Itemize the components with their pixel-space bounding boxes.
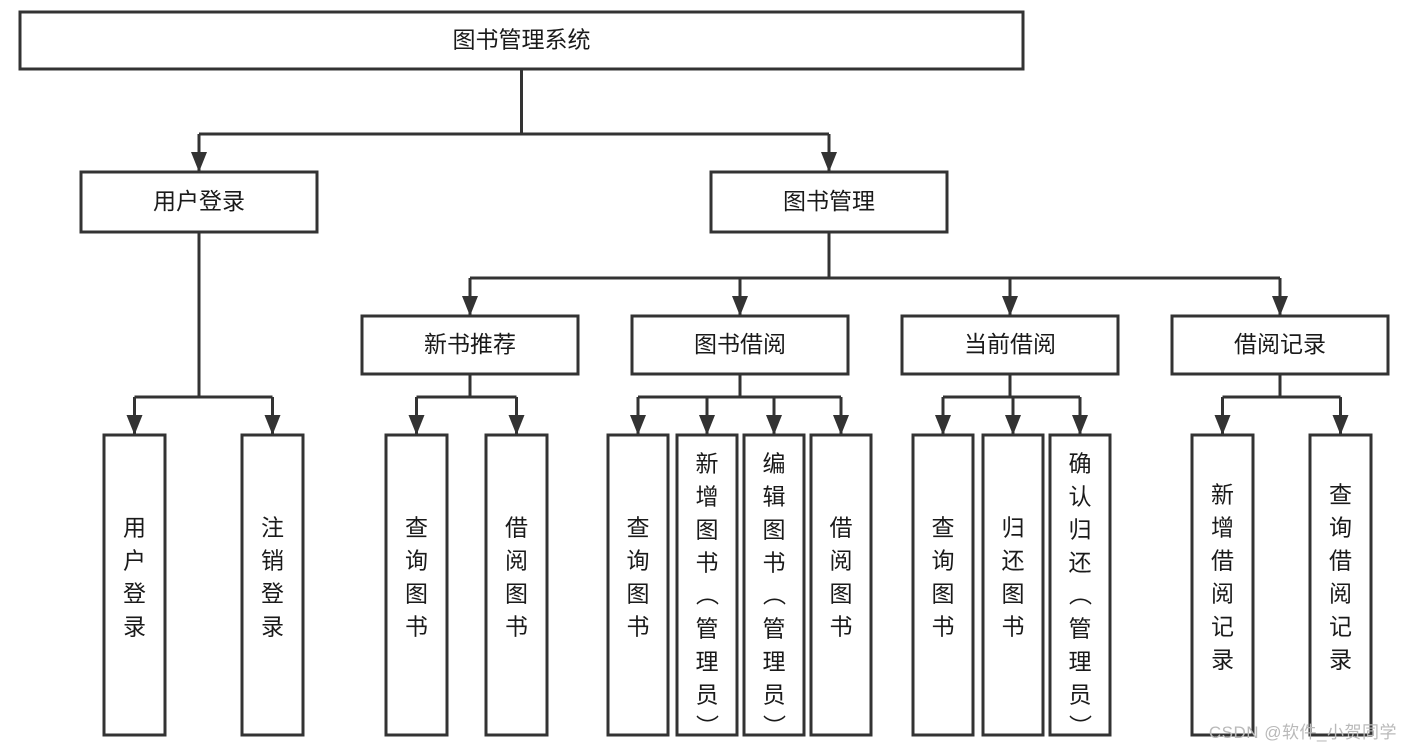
node-label-leaf-logout: 注销登录 <box>261 515 284 640</box>
node-leaf-query-book-recommend[interactable]: 查询图书 <box>384 433 449 737</box>
node-book-management[interactable]: 图书管理 <box>709 170 949 234</box>
arrow-head <box>630 415 646 435</box>
connector-recommend-to-leaves <box>408 374 525 435</box>
node-label-leaf-borrow-book-recommend: 借阅图书 <box>505 515 528 640</box>
arrow-head <box>126 415 143 435</box>
node-label-new-book-recommend: 新书推荐 <box>424 331 516 357</box>
node-box-borrow-record <box>1170 314 1390 376</box>
node-leaf-edit-book[interactable]: 编辑图书（管理员） <box>742 433 806 741</box>
node-user-login[interactable]: 用户登录 <box>79 170 319 234</box>
arrow-head <box>508 415 525 435</box>
node-label-book-borrow: 图书借阅 <box>694 331 786 357</box>
arrow-head <box>699 415 715 435</box>
node-label-leaf-return-book: 归还图书 <box>1002 515 1025 640</box>
node-leaf-query-book-borrow[interactable]: 查询图书 <box>606 433 670 737</box>
node-leaf-query-book-current[interactable]: 查询图书 <box>911 433 975 737</box>
connector-borrow-to-leaves <box>630 374 849 435</box>
node-leaf-query-borrow-record[interactable]: 查询借阅记录 <box>1308 433 1373 737</box>
node-root[interactable]: 图书管理系统 <box>18 10 1025 71</box>
arrow-head <box>408 415 425 435</box>
node-label-root: 图书管理系统 <box>453 27 591 53</box>
node-box-root <box>18 10 1025 71</box>
connector-root-to-level2 <box>191 69 837 172</box>
node-box-leaf-user-login <box>102 433 167 737</box>
arrow-head <box>1005 415 1021 435</box>
arrow-head <box>462 296 478 316</box>
node-box-leaf-add-borrow-record <box>1190 433 1255 737</box>
node-label-leaf-confirm-return: 确认归还（管理员） <box>1069 451 1093 741</box>
arrow-head <box>191 152 207 172</box>
arrow-head <box>766 415 782 435</box>
node-borrow-record[interactable]: 借阅记录 <box>1170 314 1390 376</box>
node-box-leaf-logout <box>240 433 305 737</box>
node-label-leaf-user-login: 用户登录 <box>123 515 146 640</box>
node-label-leaf-add-borrow-record: 新增借阅记录 <box>1211 482 1234 673</box>
arrow-head <box>264 415 281 435</box>
node-box-user-login <box>79 170 319 234</box>
node-box-leaf-borrow-book-recommend <box>484 433 549 737</box>
connector-userlogin-to-leaves <box>126 232 281 435</box>
node-leaf-add-borrow-record[interactable]: 新增借阅记录 <box>1190 433 1255 737</box>
node-label-borrow-record: 借阅记录 <box>1234 331 1326 357</box>
node-box-leaf-query-book-borrow <box>606 433 670 737</box>
node-leaf-borrow-book-recommend[interactable]: 借阅图书 <box>484 433 549 737</box>
node-label-current-borrow: 当前借阅 <box>964 331 1056 357</box>
node-box-current-borrow <box>900 314 1120 376</box>
node-label-leaf-query-book-borrow: 查询图书 <box>627 515 650 640</box>
node-box-new-book-recommend <box>360 314 580 376</box>
node-box-book-management <box>709 170 949 234</box>
node-box-leaf-query-book-recommend <box>384 433 449 737</box>
node-label-book-management: 图书管理 <box>783 188 875 214</box>
node-leaf-confirm-return[interactable]: 确认归还（管理员） <box>1048 433 1112 741</box>
node-current-borrow[interactable]: 当前借阅 <box>900 314 1120 376</box>
node-book-borrow[interactable]: 图书借阅 <box>630 314 850 376</box>
node-label-leaf-borrow-book: 借阅图书 <box>830 515 853 640</box>
node-leaf-user-login[interactable]: 用户登录 <box>102 433 167 737</box>
node-box-leaf-return-book <box>981 433 1045 737</box>
connector-bookmgmt-to-level3 <box>462 232 1288 316</box>
arrow-head <box>833 415 849 435</box>
arrow-head <box>1214 415 1231 435</box>
node-box-leaf-confirm-return <box>1048 433 1112 737</box>
node-label-leaf-edit-book: 编辑图书（管理员） <box>763 451 787 741</box>
arrow-head <box>1072 415 1088 435</box>
arrow-head <box>821 152 837 172</box>
connector-current-to-leaves <box>935 374 1088 435</box>
node-layer: 图书管理系统用户登录图书管理新书推荐图书借阅当前借阅借阅记录用户登录注销登录查询… <box>18 10 1390 741</box>
node-box-leaf-add-book <box>675 433 739 737</box>
connector-layer <box>126 69 1349 435</box>
node-label-leaf-add-book: 新增图书（管理员） <box>696 451 720 741</box>
node-label-leaf-query-book-recommend: 查询图书 <box>405 515 428 640</box>
node-box-book-borrow <box>630 314 850 376</box>
csdn-watermark: CSDN @软件_小贺同学 <box>1208 723 1397 742</box>
arrow-head <box>732 296 748 316</box>
node-leaf-return-book[interactable]: 归还图书 <box>981 433 1045 737</box>
arrow-head <box>1332 415 1349 435</box>
connector-record-to-leaves <box>1214 374 1349 435</box>
node-leaf-borrow-book[interactable]: 借阅图书 <box>809 433 873 737</box>
node-box-leaf-edit-book <box>742 433 806 737</box>
arrow-head <box>935 415 951 435</box>
node-box-leaf-query-book-current <box>911 433 975 737</box>
node-label-user-login: 用户登录 <box>153 188 245 214</box>
node-label-leaf-query-book-current: 查询图书 <box>932 515 955 640</box>
node-leaf-logout[interactable]: 注销登录 <box>240 433 305 737</box>
node-box-leaf-borrow-book <box>809 433 873 737</box>
node-box-leaf-query-borrow-record <box>1308 433 1373 737</box>
node-new-book-recommend[interactable]: 新书推荐 <box>360 314 580 376</box>
arrow-head <box>1002 296 1018 316</box>
arrow-head <box>1272 296 1288 316</box>
node-leaf-add-book[interactable]: 新增图书（管理员） <box>675 433 739 741</box>
node-label-leaf-query-borrow-record: 查询借阅记录 <box>1329 482 1352 673</box>
